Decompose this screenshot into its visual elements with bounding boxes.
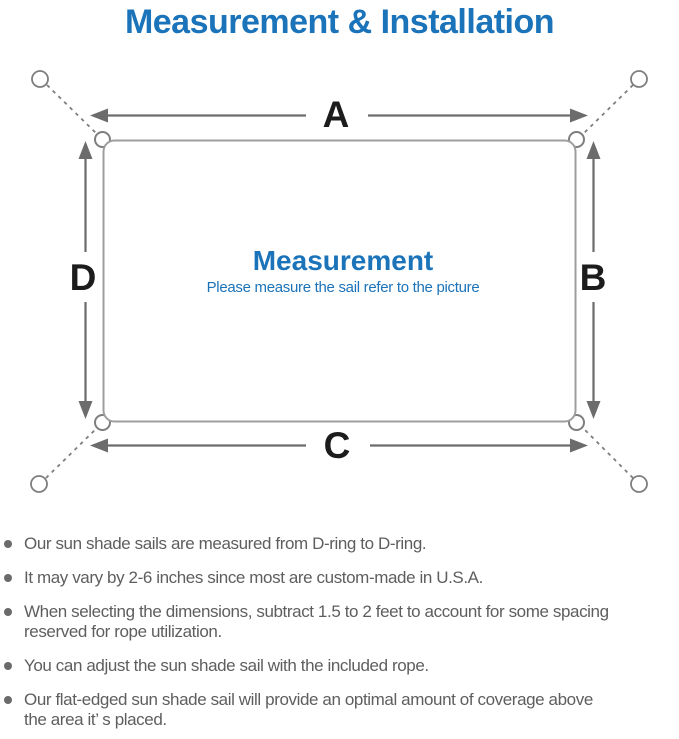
note-line: the area it’ s placed. bbox=[24, 710, 167, 729]
anchor-ring-top-left bbox=[31, 70, 49, 88]
note-line: It may vary by 2-6 inches since most are… bbox=[24, 568, 483, 587]
bullet-icon bbox=[4, 608, 12, 616]
bullet-icon bbox=[4, 662, 12, 670]
note-text: It may vary by 2-6 inches since most are… bbox=[24, 568, 483, 588]
tether-bottom-left bbox=[45, 425, 100, 479]
anchor-ring-top-right bbox=[630, 70, 648, 88]
note-line: When selecting the dimensions, subtract … bbox=[24, 602, 609, 621]
bullet-icon bbox=[4, 696, 12, 704]
note-line: You can adjust the sun shade sail with t… bbox=[24, 656, 429, 675]
arrowhead-d-top bbox=[78, 141, 93, 159]
bullet-icon bbox=[4, 574, 12, 582]
arrowhead-a-right bbox=[570, 108, 588, 123]
arrowhead-d-bottom bbox=[78, 401, 93, 419]
measurement-diagram: A C D B Measurement Please measure the s… bbox=[30, 70, 648, 493]
bullet-icon bbox=[4, 540, 12, 548]
tether-top-right bbox=[580, 84, 634, 137]
list-item: It may vary by 2-6 inches since most are… bbox=[4, 568, 677, 588]
list-item: You can adjust the sun shade sail with t… bbox=[4, 656, 677, 676]
dim-label-c: C bbox=[324, 425, 351, 466]
list-item: Our sun shade sails are measured from D-… bbox=[4, 534, 677, 554]
dim-label-a: A bbox=[323, 94, 350, 135]
diagram-center-subtitle: Please measure the sail refer to the pic… bbox=[207, 279, 480, 296]
note-line: Our sun shade sails are measured from D-… bbox=[24, 534, 427, 553]
arrowhead-b-bottom bbox=[586, 401, 601, 419]
arrowhead-b-top bbox=[586, 141, 601, 159]
note-line: reserved for rope utilization. bbox=[24, 622, 222, 641]
tether-bottom-right bbox=[580, 425, 634, 479]
anchor-ring-bottom-right bbox=[630, 475, 648, 493]
sail-rectangle bbox=[102, 139, 577, 423]
notes-list: Our sun shade sails are measured from D-… bbox=[4, 534, 677, 739]
list-item: Our flat-edged sun shade sail will provi… bbox=[4, 690, 677, 730]
page-title: Measurement & Installation bbox=[124, 3, 555, 41]
dim-label-b: B bbox=[580, 257, 607, 298]
list-item: When selecting the dimensions, subtract … bbox=[4, 602, 677, 642]
dim-label-d: D bbox=[70, 257, 97, 298]
note-text: You can adjust the sun shade sail with t… bbox=[24, 656, 429, 676]
arrowhead-a-left bbox=[90, 108, 108, 123]
tether-top-left bbox=[46, 84, 100, 137]
note-text: Our sun shade sails are measured from D-… bbox=[24, 534, 427, 554]
note-text: When selecting the dimensions, subtract … bbox=[24, 602, 609, 642]
diagram-center-title: Measurement bbox=[253, 245, 434, 276]
note-text: Our flat-edged sun shade sail will provi… bbox=[24, 690, 593, 730]
arrowhead-c-left bbox=[90, 438, 108, 453]
note-line: Our flat-edged sun shade sail will provi… bbox=[24, 690, 593, 709]
arrowhead-c-right bbox=[570, 438, 588, 453]
anchor-ring-bottom-left bbox=[30, 475, 48, 493]
